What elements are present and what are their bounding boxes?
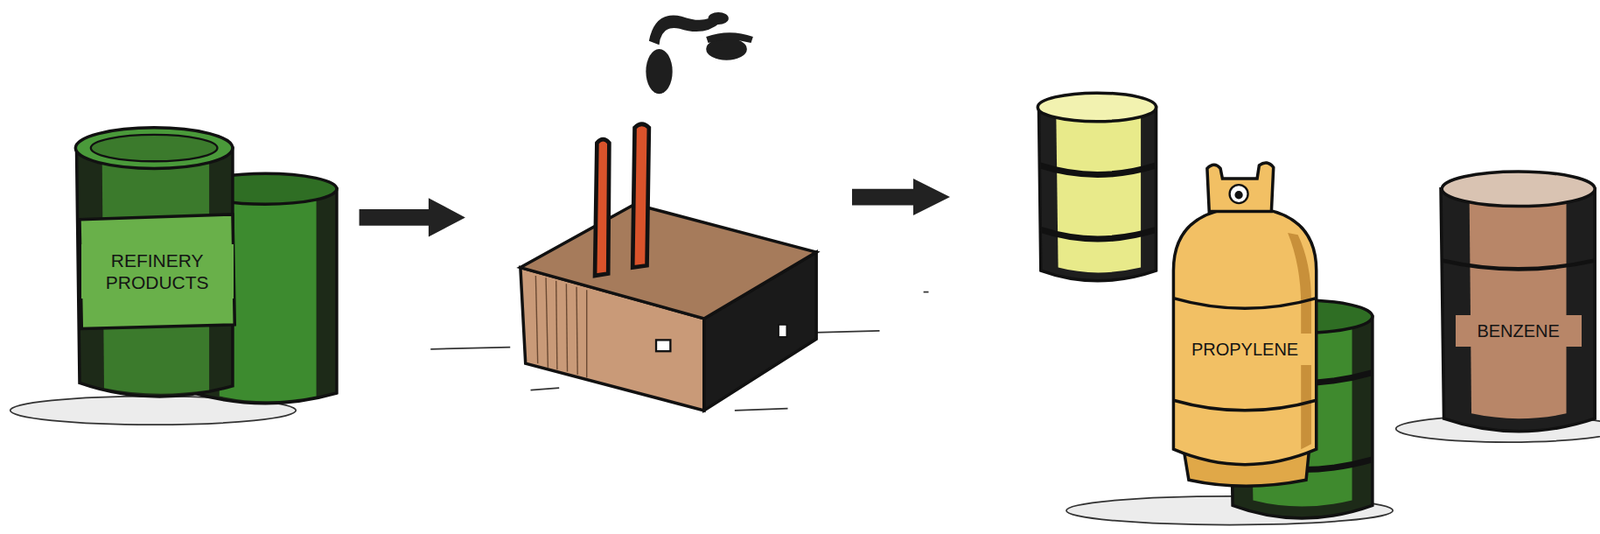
factory-box-part [520,203,817,319]
yellow-barrel-part [1055,111,1141,273]
yellow-barrel-part [1038,106,1156,280]
chimney-part [632,124,650,268]
ground-line-part [430,347,511,350]
yellow-barrel-part [1041,229,1157,238]
gas-tank-part [1207,162,1274,211]
brown-barrel-part [1440,188,1595,432]
brown-barrel [1440,171,1595,432]
factory-box-part-part [545,277,548,368]
factory-box-part-part [535,275,538,364]
ground-line-part [531,387,560,390]
gas-tank-part [1173,298,1316,309]
factory-box-part [535,275,587,378]
refinery-barrels-part [90,134,218,161]
yellow-barrel-part [1037,92,1156,122]
refinery-barrels-part [76,147,232,397]
chimney-part [594,139,609,276]
barrel-label: BENZENE [1455,314,1582,347]
smoke-part [705,32,754,43]
factory-box-part [778,324,787,337]
smoke-part [645,48,672,94]
barrel-label: REFINERY PRODUCTS [81,244,234,299]
gas-tank-part [1173,209,1316,465]
brown-barrel-part [1441,259,1595,269]
smoke [645,12,753,94]
gas-tank-part [1234,190,1243,199]
brown-barrel-part [1441,171,1595,207]
flow-arrow-part [852,178,951,216]
gas-tank-part [1229,184,1249,203]
chimney [594,124,650,276]
factory-box [520,203,817,411]
ground-line-part [734,408,789,411]
refinery-barrels-part [79,214,235,329]
factory-box-part-part [565,283,567,371]
smoke-part [708,12,729,25]
factory-box-part-part [556,280,558,370]
factory-box-part-part [586,289,587,378]
flow-arrow-part [359,197,466,237]
gas-tank [1173,162,1316,486]
label-text: BENZENE [1460,320,1577,342]
gas-tank-part [1173,399,1316,411]
yellow-barrel [1037,92,1156,281]
tank-label: PROPYLENE [1178,333,1313,365]
yellow-barrel-part [1040,165,1157,175]
brown-barrel-part [1469,198,1567,419]
label-text: PROPYLENE [1183,338,1307,360]
label-text: REFINERY PRODUCTS [86,249,229,294]
ground-line-part [923,291,930,294]
refinery-barrels [75,127,337,404]
refinery-barrels-part [75,127,233,169]
factory-box-part-part [576,286,578,375]
factory-box-part [656,339,671,351]
